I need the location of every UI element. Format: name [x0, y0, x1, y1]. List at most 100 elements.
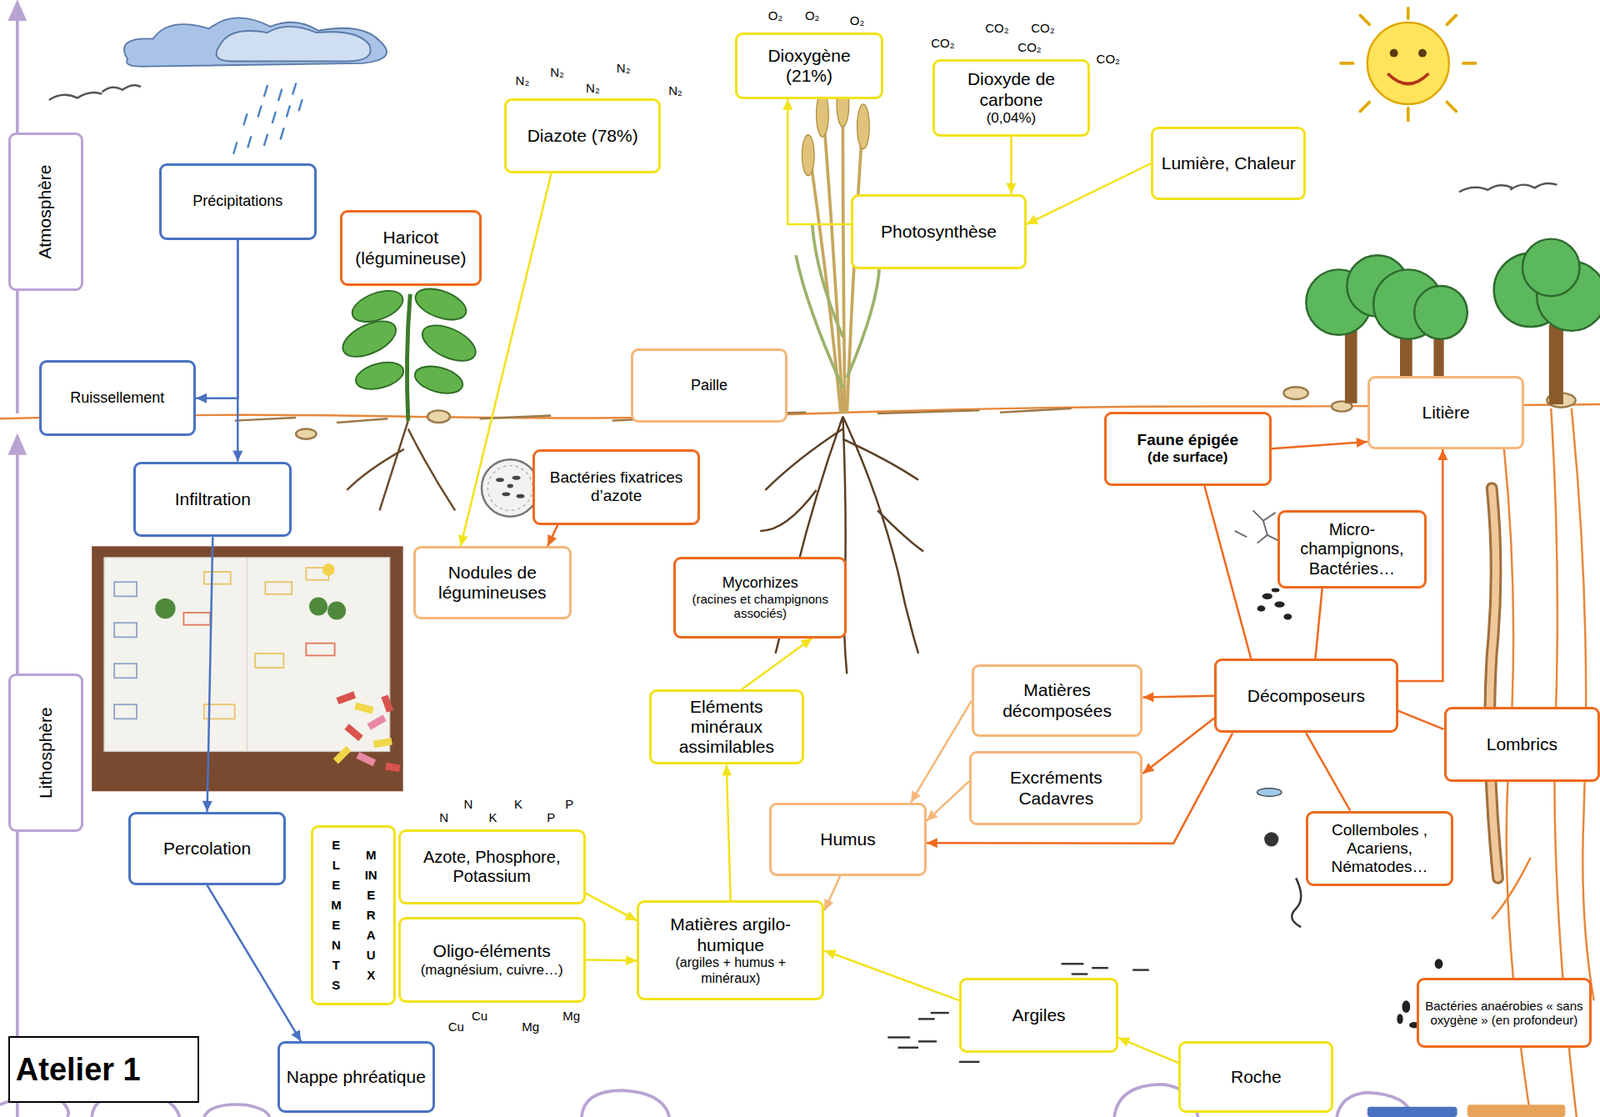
nodule-drawing	[495, 475, 525, 499]
bird	[49, 92, 103, 100]
legend-fragment	[1467, 1104, 1566, 1117]
concept-box: Dioxygène (21%)	[735, 32, 885, 100]
node-text: Nappe phréatique	[286, 1066, 426, 1087]
formula-label: Cu	[448, 1019, 465, 1032]
node-subtext: MINERAUX	[365, 845, 378, 985]
node-text: Bactéries fixatrices d’azote	[540, 468, 692, 505]
bean-plant	[411, 361, 465, 399]
arrow-head	[926, 810, 939, 821]
connector	[782, 99, 851, 225]
connector	[202, 536, 213, 812]
tree	[1414, 285, 1468, 340]
workshop-photo	[246, 557, 248, 752]
tree	[1549, 325, 1564, 405]
bean-plant	[411, 282, 471, 326]
connector-line	[1026, 163, 1151, 225]
clay-particles	[1091, 966, 1109, 969]
rain	[264, 85, 268, 96]
connector-line	[1315, 588, 1322, 660]
node-text: Argiles	[1011, 1005, 1065, 1025]
connector-line	[585, 893, 637, 921]
clay-particles	[918, 1017, 935, 1020]
node-subtext: (0,04%)	[986, 110, 1037, 127]
clay-particles	[887, 963, 1149, 1062]
soil-organisms	[1257, 588, 1293, 620]
node-text: Dioxyde de carbone	[940, 69, 1082, 110]
wheat-plant	[812, 224, 844, 337]
concept-box: Lumière, Chaleur	[1150, 126, 1306, 200]
workshop-photo	[204, 571, 231, 585]
soil-organisms	[1257, 605, 1266, 611]
node-text: Décomposeurs	[1247, 685, 1365, 706]
connector	[1005, 136, 1016, 195]
node-text: Oligo-éléments	[433, 940, 551, 961]
workshop-photo	[265, 581, 292, 595]
node-text: Azote, Phosphore, Potassium	[406, 847, 578, 886]
arrow-head	[782, 99, 793, 110]
formula-label: Cu	[471, 1008, 488, 1021]
sun	[1387, 73, 1429, 84]
rain	[258, 105, 262, 116]
formula-label: N₂	[668, 83, 683, 96]
tree-roots	[1491, 857, 1531, 919]
sun	[1367, 22, 1450, 105]
arrow-head	[824, 898, 834, 910]
soil-organisms	[1274, 600, 1285, 607]
rain	[292, 83, 296, 94]
soil-organisms	[1401, 1000, 1410, 1013]
node-subtext: (racines et champignons associés)	[681, 591, 839, 621]
sun	[1406, 8, 1410, 19]
sun	[1390, 49, 1399, 58]
connector	[207, 885, 302, 1041]
node-text: Précipitations	[192, 192, 283, 210]
sun	[1360, 15, 1370, 25]
workshop-photo	[114, 581, 137, 719]
concept-box: Matières décomposées	[971, 664, 1144, 737]
nodule-drawing	[512, 475, 521, 480]
soil-organisms	[1435, 958, 1444, 969]
node-text: Paille	[690, 376, 728, 395]
concept-box: Faune épigée(de surface)	[1104, 411, 1272, 486]
concept-box: Haricot (légumineuse)	[340, 210, 482, 286]
rain	[280, 128, 285, 139]
workshop-photo	[104, 557, 390, 752]
workshop-photo	[91, 545, 403, 791]
layer-axis	[10, 436, 25, 454]
node-text: Percolation	[163, 838, 251, 859]
workshop-photo	[305, 643, 335, 656]
ground-line	[0, 404, 1600, 419]
workshop-photo	[255, 653, 284, 668]
node-text: Bactéries anaérobies « sans oxygène » (e…	[1425, 998, 1585, 1028]
connector-line	[741, 638, 812, 690]
bird	[1510, 183, 1557, 190]
sun	[1463, 61, 1476, 65]
connector	[195, 240, 238, 404]
concept-box: Eléments minéraux assimilables	[649, 689, 805, 765]
clay-particles	[959, 1060, 980, 1063]
node-text: Dioxygène (21%)	[743, 45, 876, 87]
bean-plant	[346, 420, 455, 511]
arrow-head	[721, 764, 732, 775]
concept-box: Roche	[1178, 1040, 1334, 1113]
formula-label: Mg	[521, 1019, 540, 1032]
node-text: Photosynthèse	[880, 221, 997, 242]
workshop-photo	[155, 598, 175, 619]
arrow-head	[926, 837, 938, 848]
connector-line	[926, 780, 970, 821]
node-text: Lithosphère	[35, 706, 56, 799]
formula-label: CO₂	[1017, 40, 1041, 54]
connector-line	[1142, 718, 1215, 774]
tree	[1345, 326, 1358, 404]
workshop-photo	[327, 600, 346, 620]
arrow-head	[824, 949, 836, 959]
concept-box: Diazote (78%)	[504, 98, 662, 175]
workshop-photo	[309, 597, 328, 616]
concept-box: Bactéries anaérobies « sans oxygène » (e…	[1416, 977, 1593, 1047]
bean-plant	[337, 314, 402, 365]
connector	[585, 893, 637, 921]
wheat-plant	[765, 428, 919, 490]
sun	[1418, 49, 1427, 58]
connector	[1271, 437, 1368, 449]
arrow-head	[1437, 449, 1448, 460]
soil-organisms	[1264, 831, 1279, 846]
